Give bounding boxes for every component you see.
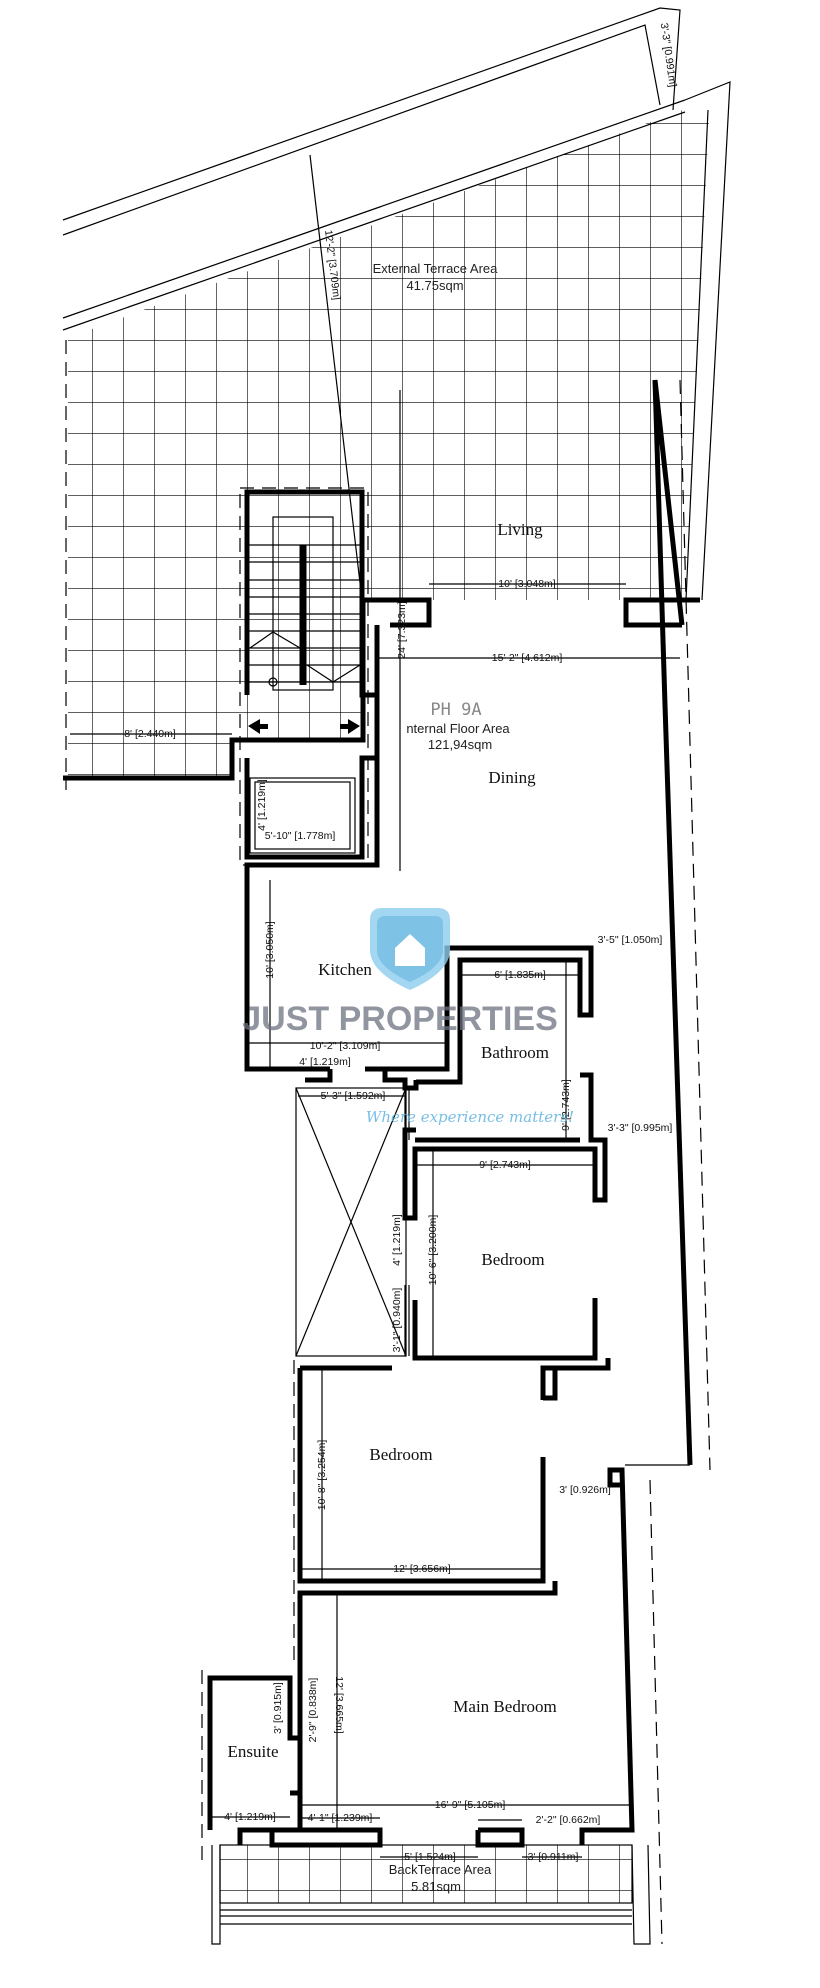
dimension-label: 4'-1" [1.239m] bbox=[308, 1812, 373, 1824]
dimension-label: 5'-3" [1.592m] bbox=[321, 1090, 386, 1102]
dimension-label: 4' [1.219m] bbox=[256, 779, 268, 831]
dimension-label: 6' [1.835m] bbox=[494, 969, 546, 981]
dimension-label: 3'-3" [0.995m] bbox=[608, 1122, 673, 1134]
stair-treads bbox=[247, 544, 362, 683]
room-bedroom-2: Bedroom bbox=[369, 1445, 432, 1464]
back-terrace bbox=[211, 1844, 651, 1945]
dimension-label: 24' [7.323m] bbox=[396, 601, 408, 659]
dimension-label: 3'-3" [0.991m] bbox=[658, 22, 679, 88]
dimension-label: 3' [0.915m] bbox=[272, 1682, 284, 1734]
room-bathroom: Bathroom bbox=[481, 1043, 549, 1062]
dimension-label: 3'-5" [1.050m] bbox=[598, 934, 663, 946]
unit-code: PH 9A bbox=[430, 700, 481, 720]
external-terrace bbox=[62, 7, 731, 790]
dimension-label: 4' [1.219m] bbox=[391, 1214, 403, 1266]
dimension-labels: 3'-3" [0.991m] 12'-2" [3.709m] 10' [3.04… bbox=[124, 22, 678, 1863]
back-terrace-label: BackTerrace Area bbox=[389, 1862, 492, 1877]
stair-core bbox=[239, 487, 377, 866]
dimension-lines bbox=[70, 154, 680, 1858]
dimension-label: 16'-9" [5.105m] bbox=[435, 1799, 506, 1811]
dimension-label: 12' [3.665m] bbox=[333, 1676, 345, 1734]
room-kitchen: Kitchen bbox=[318, 960, 372, 979]
dimension-label: 5'-10" [1.778m] bbox=[265, 830, 336, 842]
external-terrace-area: 41.75sqm bbox=[406, 278, 463, 293]
internal-area-value: 121,94sqm bbox=[428, 737, 492, 752]
room-ensuite: Ensuite bbox=[228, 1742, 279, 1761]
arrow-left-icon bbox=[248, 719, 268, 734]
dimension-label: 9' [2.743m] bbox=[560, 1079, 572, 1131]
dimension-label: 15'-2" [4.612m] bbox=[492, 652, 563, 664]
external-terrace-label: External Terrace Area bbox=[373, 261, 499, 276]
dimension-label: 3' [0.926m] bbox=[559, 1484, 611, 1496]
arrow-right-icon bbox=[340, 719, 360, 734]
dimension-label: 10'-8" [3.254m] bbox=[316, 1440, 328, 1511]
internal-area-label: nternal Floor Area bbox=[406, 721, 510, 736]
dimension-label: 3' [0.911m] bbox=[528, 1851, 579, 1863]
dimension-label: 8' [2.440m] bbox=[124, 728, 176, 740]
watermark: JUST PROPERTIES Where experience matters… bbox=[242, 908, 574, 1126]
room-labels: External Terrace Area 41.75sqm Living PH… bbox=[228, 261, 557, 1894]
dimension-label: 2'-2" [0.662m] bbox=[536, 1814, 601, 1826]
room-main-bedroom: Main Bedroom bbox=[453, 1697, 556, 1716]
dimension-label: 4' [1.219m] bbox=[224, 1811, 276, 1823]
dimension-label: 9' [2.743m] bbox=[479, 1159, 531, 1171]
dimension-label: 2'-9" [0.838m] bbox=[307, 1678, 319, 1743]
dimension-label: 10'-6" [3.200m] bbox=[427, 1215, 439, 1286]
room-living: Living bbox=[497, 520, 543, 539]
room-bedroom-1: Bedroom bbox=[481, 1250, 544, 1269]
apartment-walls bbox=[201, 379, 711, 1945]
dimension-label: 5' [1.524m] bbox=[404, 1851, 456, 1863]
dimension-label: 10'-2" [3.109m] bbox=[310, 1040, 381, 1052]
dimension-label: 12' [3.656m] bbox=[393, 1563, 451, 1575]
dimension-label: 4' [1.219m] bbox=[299, 1056, 351, 1068]
dimension-label: 3'-1" [0.940m] bbox=[391, 1288, 403, 1353]
watermark-tagline: Where experience matters! bbox=[366, 1108, 574, 1126]
dimension-label: 10' [3.050m] bbox=[264, 921, 276, 979]
watermark-brand: JUST PROPERTIES bbox=[242, 1000, 558, 1038]
back-terrace-area: 5.81sqm bbox=[411, 1879, 461, 1894]
room-dining: Dining bbox=[488, 768, 536, 787]
dimension-label: 10' [3.048m] bbox=[498, 578, 556, 590]
house-shield-logo-icon bbox=[370, 908, 450, 990]
